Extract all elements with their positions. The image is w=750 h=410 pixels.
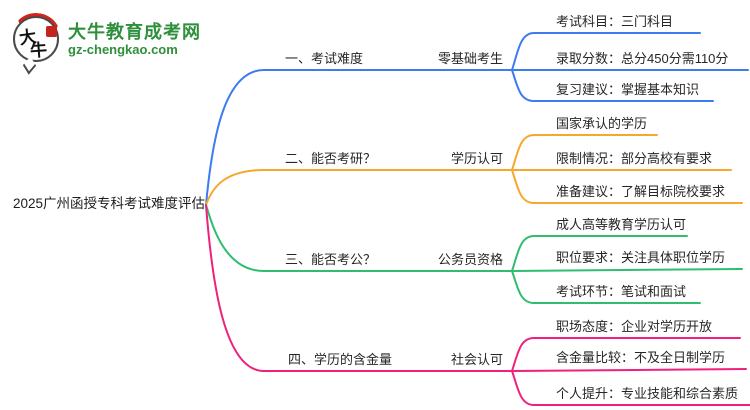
branch-1-sublabel[interactable]: 零基础考生 <box>437 51 503 66</box>
branch-3-leaf-3-line <box>511 270 701 304</box>
root-node-label[interactable]: 2025广州函授专科考试难度评估 <box>13 196 206 211</box>
branch-2-leaf-3-line <box>511 169 743 204</box>
branch-4-main-line <box>205 204 513 372</box>
branch-3-sublabel[interactable]: 公务员资格 <box>437 252 503 267</box>
site-logo[interactable]: 大 牛 大牛教育成考网 gz-chengkao.com <box>7 9 270 75</box>
branch-1-leaf-1-line <box>511 32 701 71</box>
branch-4-leaf-2-line <box>511 368 747 372</box>
branch-2-main-line <box>205 169 513 206</box>
branch-3-leaf-1-line <box>511 235 688 272</box>
logo-red-seal-icon <box>46 26 57 37</box>
branch-3-label[interactable]: 三、能否考公？ <box>285 252 377 267</box>
branch-1-leaf-1[interactable]: 考试科目：三门科目 <box>556 14 674 29</box>
branch-4-leaf-2[interactable]: 含金量比较：不及全日制学历 <box>556 350 726 365</box>
branch-1-leaf-3-line <box>511 69 714 102</box>
branch-3-leaf-1[interactable]: 成人高等教育学历认可 <box>556 217 687 232</box>
branch-2-leaf-2[interactable]: 限制情况：部分高校有要求 <box>556 151 713 166</box>
branch-4-sublabel[interactable]: 社会认可 <box>450 352 503 367</box>
branch-3-leaf-3[interactable]: 考试环节：笔试和面试 <box>556 284 687 299</box>
branch-2-leaf-3[interactable]: 准备建议：了解目标院校要求 <box>556 184 726 199</box>
branch-3-leaf-2[interactable]: 职位要求：关注具体职位学历 <box>556 250 726 265</box>
logo-character-2: 牛 <box>29 40 48 61</box>
branch-2-label[interactable]: 二、能否考研？ <box>285 151 377 166</box>
branch-1-main-line <box>205 69 513 206</box>
logo-speech-bubble-icon <box>13 16 59 62</box>
branch-1-leaf-3[interactable]: 复习建议：掌握基本知识 <box>556 82 700 97</box>
branch-4-leaf-3[interactable]: 个人提升：专业技能和综合素质 <box>556 386 739 401</box>
branch-4-leaf-3-line <box>511 370 750 406</box>
branch-2-leaf-1-line <box>511 134 658 171</box>
site-domain: gz-chengkao.com <box>68 42 178 57</box>
branch-1-label[interactable]: 一、考试难度 <box>285 51 364 66</box>
branch-2-sublabel[interactable]: 学历认可 <box>450 151 503 166</box>
branch-4-leaf-1[interactable]: 职场态度：企业对学历开放 <box>556 319 713 334</box>
branch-4-label[interactable]: 四、学历的含金量 <box>288 352 393 367</box>
site-name: 大牛教育成考网 <box>68 22 201 42</box>
branch-3-main-line <box>205 204 513 272</box>
branch-4-leaf-1-line <box>511 337 741 372</box>
branch-1-leaf-2[interactable]: 录取分数：总分450分需110分 <box>556 51 729 66</box>
branch-2-leaf-1[interactable]: 国家承认的学历 <box>556 116 648 131</box>
branch-3-leaf-2-line <box>511 268 743 272</box>
